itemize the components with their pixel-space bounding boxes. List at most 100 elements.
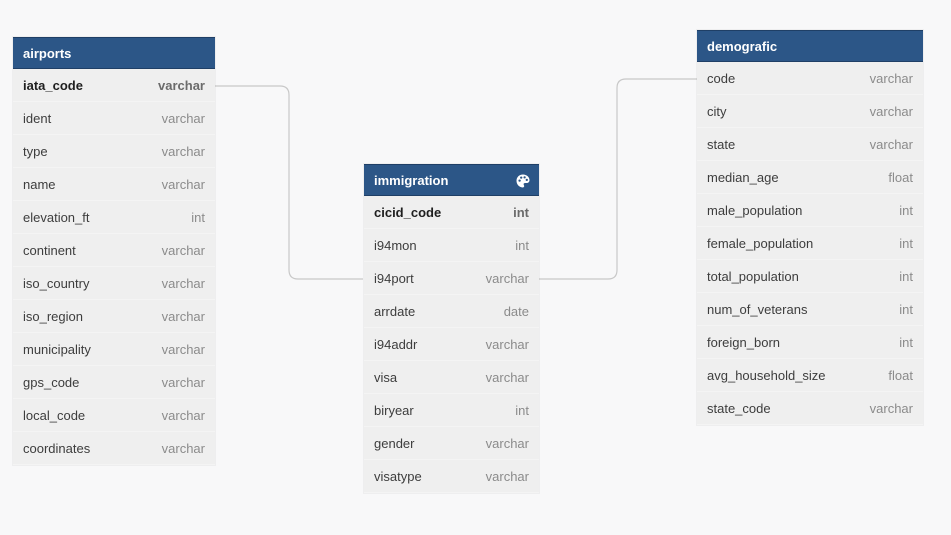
column-row-elevation-ft[interactable]: elevation_ft int [13, 201, 215, 234]
column-name: code [707, 70, 736, 86]
column-type: varchar [869, 103, 913, 119]
column-name: i94mon [374, 237, 417, 253]
column-row-num-of-veterans[interactable]: num_of_veterans int [697, 293, 923, 326]
column-row-arrdate[interactable]: arrdate date [364, 295, 539, 328]
column-row-state-code[interactable]: state_code varchar [697, 392, 923, 425]
column-type: int [899, 202, 913, 218]
column-type: varchar [161, 308, 205, 324]
column-type: varchar [161, 440, 205, 456]
column-type: varchar [485, 435, 529, 451]
column-type: varchar [485, 468, 529, 484]
column-row-median-age[interactable]: median_age float [697, 161, 923, 194]
column-name: continent [23, 242, 76, 258]
column-type: varchar [869, 70, 913, 86]
table-title: immigration [374, 173, 449, 188]
column-type: int [513, 204, 529, 220]
table-header-immigration[interactable]: immigration [364, 164, 539, 196]
column-row-biryear[interactable]: biryear int [364, 394, 539, 427]
column-type: varchar [161, 242, 205, 258]
column-name: elevation_ft [23, 209, 90, 225]
column-type: int [899, 334, 913, 350]
column-name: i94port [374, 270, 414, 286]
connector-airports-immigration [215, 85, 363, 280]
column-type: int [899, 235, 913, 251]
column-name: total_population [707, 268, 799, 284]
column-name: avg_household_size [707, 367, 826, 383]
column-row-cicid-code[interactable]: cicid_code int [364, 196, 539, 229]
column-name: type [23, 143, 48, 159]
column-type: varchar [161, 275, 205, 291]
column-row-continent[interactable]: continent varchar [13, 234, 215, 267]
column-name: arrdate [374, 303, 416, 319]
column-row-city[interactable]: city varchar [697, 95, 923, 128]
column-name: state [707, 136, 736, 152]
column-type: float [888, 169, 913, 185]
column-name: visa [374, 369, 398, 385]
column-row-gps-code[interactable]: gps_code varchar [13, 366, 215, 399]
column-type: varchar [485, 369, 529, 385]
column-type: int [899, 268, 913, 284]
column-name: num_of_veterans [707, 301, 808, 317]
column-type: int [515, 402, 529, 418]
table-header-demografic[interactable]: demografic [697, 30, 923, 62]
column-type: int [899, 301, 913, 317]
column-row-male-population[interactable]: male_population int [697, 194, 923, 227]
column-type: int [191, 209, 205, 225]
column-type: varchar [869, 400, 913, 416]
column-row-visatype[interactable]: visatype varchar [364, 460, 539, 493]
table-header-airports[interactable]: airports [13, 37, 215, 69]
column-row-i94mon[interactable]: i94mon int [364, 229, 539, 262]
column-row-state[interactable]: state varchar [697, 128, 923, 161]
connector-immigration-demografic [539, 78, 697, 280]
column-name: cicid_code [374, 204, 442, 220]
column-name: female_population [707, 235, 814, 251]
column-row-foreign-born[interactable]: foreign_born int [697, 326, 923, 359]
column-name: coordinates [23, 440, 91, 456]
table-title: airports [23, 46, 72, 61]
column-name: biryear [374, 402, 414, 418]
column-name: ident [23, 110, 52, 126]
column-name: gps_code [23, 374, 80, 390]
column-row-female-population[interactable]: female_population int [697, 227, 923, 260]
column-type: float [888, 367, 913, 383]
column-type: varchar [869, 136, 913, 152]
column-row-i94port[interactable]: i94port varchar [364, 262, 539, 295]
column-name: visatype [374, 468, 422, 484]
column-type: varchar [161, 176, 205, 192]
column-name: state_code [707, 400, 771, 416]
column-type: int [515, 237, 529, 253]
column-type: varchar [485, 270, 529, 286]
column-row-iso-region[interactable]: iso_region varchar [13, 300, 215, 333]
column-name: foreign_born [707, 334, 780, 350]
column-name: gender [374, 435, 415, 451]
column-type: date [503, 303, 529, 319]
column-row-visa[interactable]: visa varchar [364, 361, 539, 394]
column-row-coordinates[interactable]: coordinates varchar [13, 432, 215, 465]
column-row-code[interactable]: code varchar [697, 62, 923, 95]
column-name: median_age [707, 169, 779, 185]
column-name: city [707, 103, 727, 119]
column-row-type[interactable]: type varchar [13, 135, 215, 168]
column-type: varchar [485, 336, 529, 352]
table-demografic[interactable]: demografic code varchar city varchar state va… [697, 30, 923, 425]
palette-icon[interactable] [515, 173, 531, 189]
column-type: varchar [161, 143, 205, 159]
column-type: varchar [161, 374, 205, 390]
column-row-avg-household-size[interactable]: avg_household_size float [697, 359, 923, 392]
column-row-gender[interactable]: gender varchar [364, 427, 539, 460]
column-type: varchar [161, 407, 205, 423]
column-row-total-population[interactable]: total_population int [697, 260, 923, 293]
column-name: municipality [23, 341, 91, 357]
column-name: iso_region [23, 308, 83, 324]
column-name: male_population [707, 202, 803, 218]
